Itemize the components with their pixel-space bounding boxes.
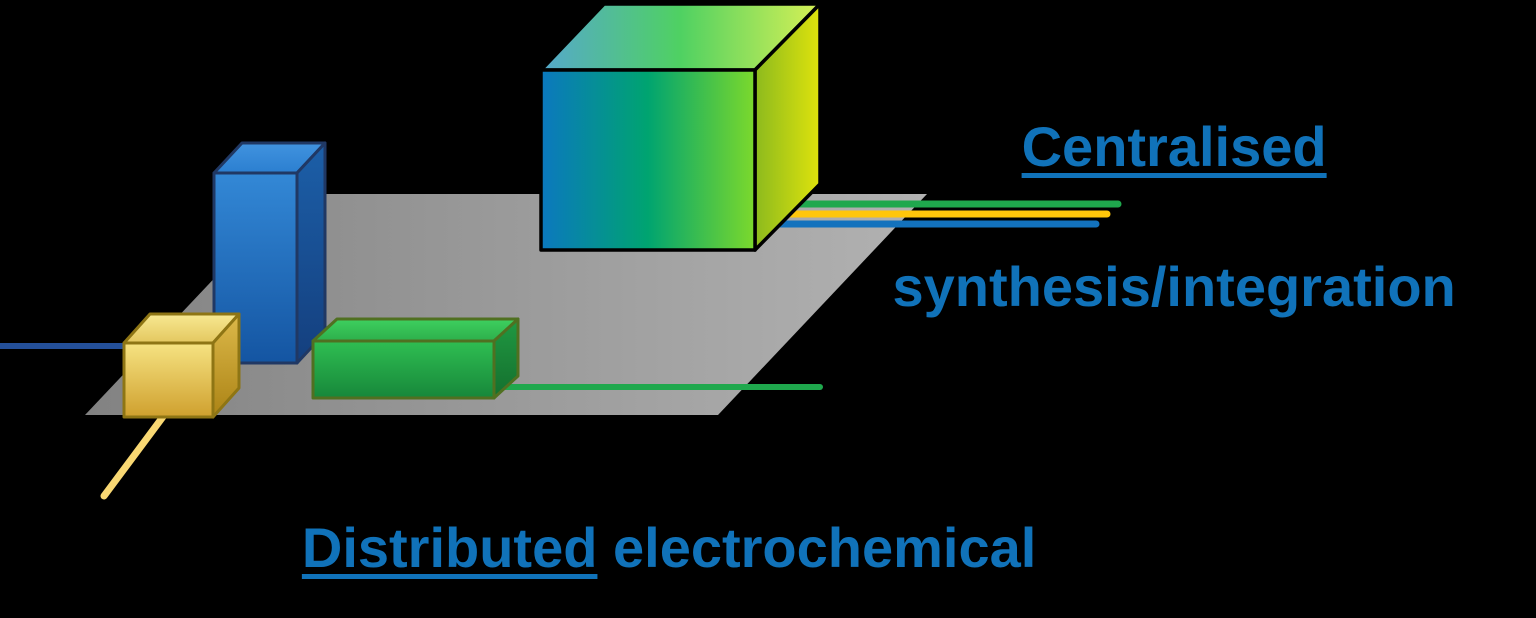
green-bar-front-face xyxy=(311,339,496,400)
green-bar-top-face xyxy=(311,317,520,343)
distributed-label: Distributed electrochemical synthesis xyxy=(188,450,1088,618)
centralised-label-line1: Centralised xyxy=(1021,115,1327,178)
blue-bar-side-face xyxy=(295,141,327,365)
distributed-label-line1-rest: electrochemical xyxy=(597,516,1037,579)
yellow-cube-front-face xyxy=(122,341,215,419)
distributed-label-underlined-word: Distributed xyxy=(301,516,598,579)
distributed-green-bar xyxy=(311,317,520,400)
centralised-label: Centralised synthesis/integration xyxy=(793,42,1493,392)
centralised-cube xyxy=(539,2,822,252)
centralised-cube-front-face xyxy=(539,68,757,252)
centralised-label-line2: synthesis/integration xyxy=(892,255,1456,318)
distributed-yellow-cube xyxy=(122,312,241,419)
yellow-diagonal-line xyxy=(100,410,169,500)
